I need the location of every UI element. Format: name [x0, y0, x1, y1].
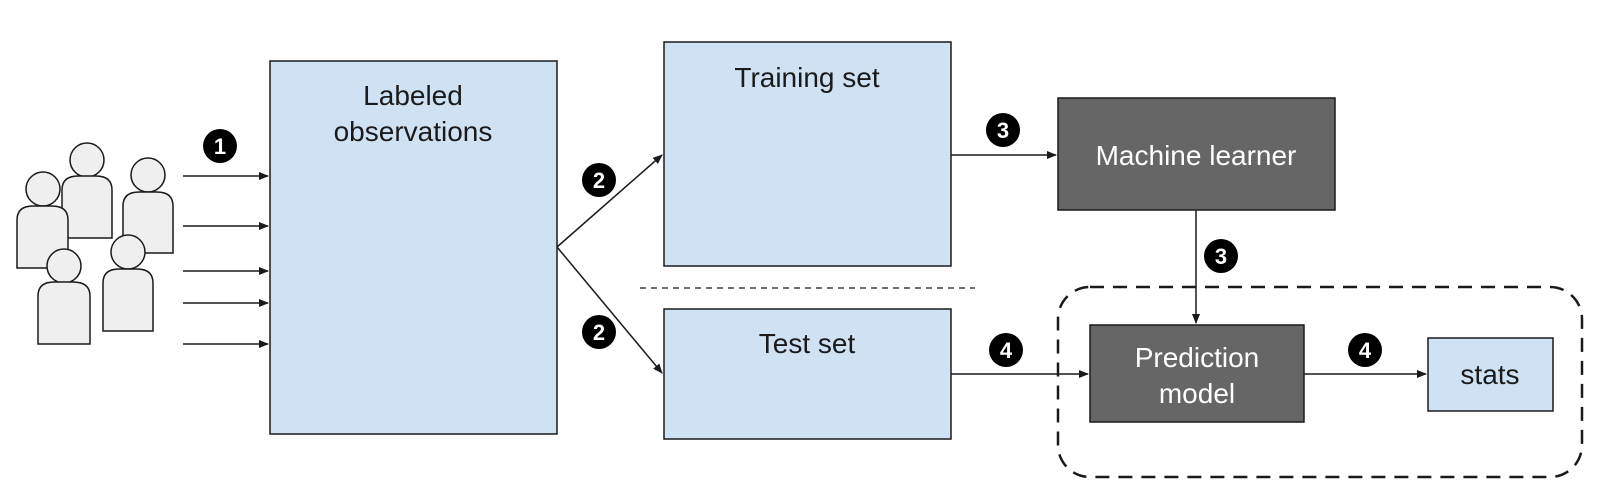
- person-icon: [37, 248, 91, 345]
- labeled-observations-box: Labeled observations: [269, 60, 558, 435]
- box-label: stats: [1460, 359, 1519, 390]
- step-number: 1: [214, 134, 226, 159]
- step-badge-3-upper: 3: [986, 113, 1020, 147]
- test-set-box: Test set: [663, 308, 952, 440]
- step-number: 3: [997, 118, 1009, 143]
- step-badge-2-upper: 2: [582, 163, 616, 197]
- box-label-line1: Labeled: [363, 80, 463, 111]
- box-label-line2: observations: [334, 116, 493, 147]
- machine-learner-box: Machine learner: [1057, 97, 1336, 211]
- input-arrows: [183, 172, 269, 348]
- person-icon: [102, 234, 154, 332]
- step-badge-4-right: 4: [1348, 333, 1382, 367]
- step-number: 2: [593, 168, 605, 193]
- box-label: Test set: [759, 328, 856, 359]
- box-label-line1: Prediction: [1135, 342, 1260, 373]
- people-group-icon: [16, 142, 174, 345]
- step-badge-2-lower: 2: [582, 315, 616, 349]
- training-set-box: Training set: [663, 41, 952, 267]
- step-number: 3: [1215, 244, 1227, 269]
- evaluation-region: [1056, 285, 1584, 479]
- step-number: 2: [593, 320, 605, 345]
- step-badge-3-lower: 3: [1204, 239, 1238, 273]
- prediction-model-box: Prediction model: [1089, 324, 1305, 423]
- box-label: Machine learner: [1096, 140, 1297, 171]
- step-badge-4-left: 4: [989, 333, 1023, 367]
- step-badge-1: 1: [203, 129, 237, 163]
- split-arrows: [556, 154, 663, 374]
- box-label-line2: model: [1159, 378, 1235, 409]
- stats-box: stats: [1427, 337, 1554, 412]
- person-icon: [61, 142, 113, 239]
- box-label: Training set: [734, 62, 879, 93]
- step-number: 4: [1359, 338, 1372, 363]
- step-number: 4: [1000, 338, 1013, 363]
